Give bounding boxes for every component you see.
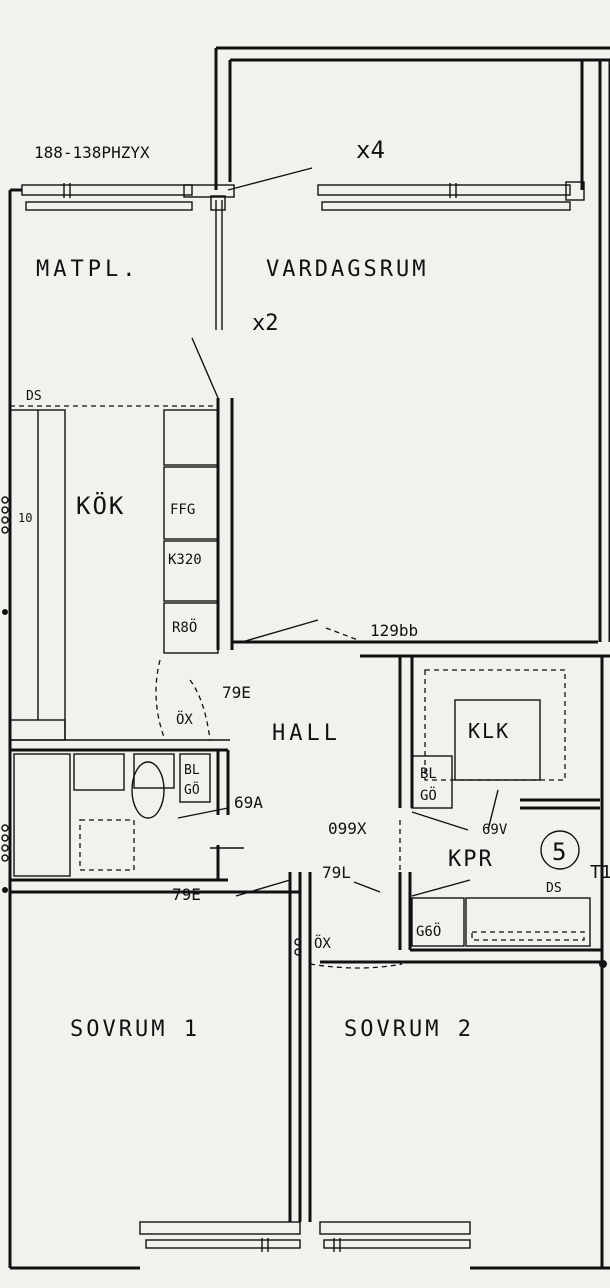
room-bedroom2-label: SOVRUM 2 (344, 1017, 474, 1042)
bl-label-kpr: BL (420, 766, 437, 782)
g60-label: G6Ö (416, 922, 441, 940)
ds-right-label: DS (546, 881, 562, 896)
go-label-bath: GÖ (184, 781, 200, 798)
interior-walls (9, 195, 610, 1222)
radiator-markers (1, 496, 607, 968)
door-69a-label: 69A (234, 793, 263, 812)
room-dining-label: MATPL. (36, 257, 139, 282)
room-labels: 188-138PHZYX x4 x2 MATPL. VARDAGSRUM KÖK… (34, 136, 610, 1042)
windows-top (21, 181, 585, 211)
k320-label: K320 (168, 552, 202, 568)
ox-label-2: ÖX (314, 934, 331, 952)
t10-label: 10 (18, 511, 32, 525)
windows-bottom (139, 1221, 471, 1252)
fixture-labels: DS DS FFG K320 R8Ö 10 ÖX ÖX BL GÖ BL GÖ … (10, 389, 562, 952)
go-label-kpr: GÖ (420, 786, 437, 804)
door-swings (155, 167, 499, 969)
room-hall-label: HALL (272, 721, 341, 746)
door-129-label: 129bb (370, 621, 418, 640)
marker-x2: x2 (252, 311, 279, 336)
ds-top-label: DS (26, 389, 42, 404)
room-kitchen-label: KÖK (76, 491, 125, 520)
code-label: 188-138PHZYX (34, 143, 150, 162)
marker-t1: T1 (590, 862, 610, 883)
door-79e-label-1: 79E (222, 683, 251, 702)
door-79l-label: 79L (322, 863, 351, 882)
apartment-number: 5 (552, 838, 566, 866)
door-79e-label-2: 79E (172, 885, 201, 904)
room-closet-label: KPR (448, 847, 494, 872)
room-bedroom1-label: SOVRUM 1 (70, 1017, 200, 1042)
room-living-label: VARDAGSRUM (266, 257, 428, 282)
room-storage-label: KLK (468, 719, 510, 743)
ffg-label: FFG (170, 502, 195, 518)
door-69v-label: 69V (482, 822, 508, 838)
ox-label-1: ÖX (176, 710, 193, 728)
marker-x4: x4 (356, 136, 385, 164)
door-099x-label: 099X (328, 819, 367, 838)
r80-label: R8Ö (172, 618, 197, 636)
bl-label-bath: BL (184, 763, 200, 778)
